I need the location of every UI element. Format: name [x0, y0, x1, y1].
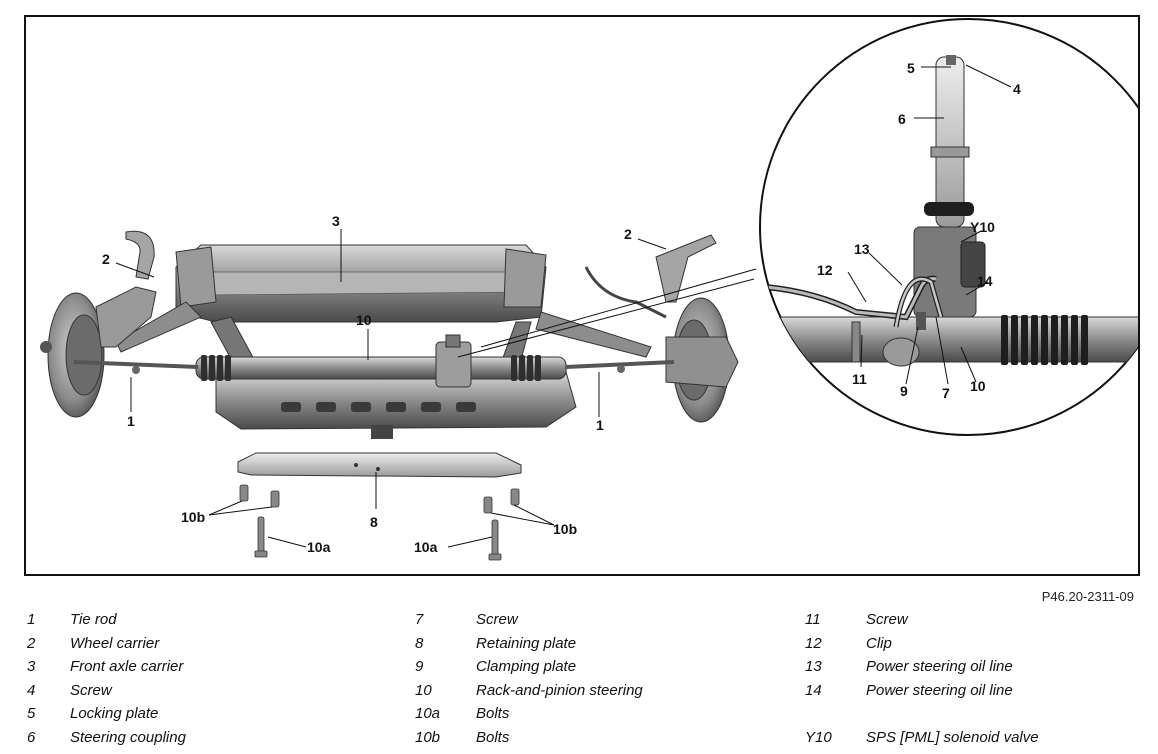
callout-10-main: 10: [356, 312, 372, 328]
callout-8: 8: [370, 514, 378, 530]
legend-label: Power steering oil line: [866, 658, 1013, 675]
callout-3: 3: [332, 213, 340, 229]
legend-number: 1: [27, 611, 36, 628]
retaining-plate: [237, 452, 522, 478]
callout-10a-left: 10a: [307, 539, 331, 555]
legend-number: Y10: [805, 728, 832, 746]
axle-illustration: 3 2 2 1 1 10 8 10b 10b 10a 10a 5 4 6 Y10…: [40, 18, 1138, 561]
legend-label: Steering coupling: [70, 728, 186, 746]
wheel-carrier-right: [584, 234, 739, 423]
legend-label: Screw: [866, 611, 908, 628]
callout-2-left: 2: [102, 251, 110, 267]
legend-number: 7: [415, 611, 424, 628]
callout-11: 11: [852, 371, 867, 387]
callout-10b-right: 10b: [553, 521, 577, 537]
callout-13: 13: [854, 241, 870, 257]
callout-5: 5: [907, 60, 915, 76]
bolts-10b: [239, 484, 520, 514]
callout-1-left: 1: [127, 413, 135, 429]
rack-and-pinion-steering: [195, 334, 567, 388]
legend-number: 10a: [415, 705, 441, 722]
legend-number: 10: [415, 681, 432, 699]
legend-label: Screw: [70, 681, 112, 699]
tie-rod-left: [73, 360, 199, 374]
legend-number: 14: [805, 681, 822, 699]
legend-number: 9: [415, 658, 424, 675]
exploded-view-figure: 3 2 2 1 1 10 8 10b 10b 10a 10a 5 4 6 Y10…: [24, 15, 1140, 576]
legend-label: Screw: [476, 611, 518, 628]
callout-10a-right: 10a: [414, 539, 438, 555]
callout-6: 6: [898, 111, 906, 127]
callout-2-right: 2: [624, 226, 632, 242]
callout-4: 4: [1013, 81, 1021, 97]
bolts-10a: [254, 516, 502, 561]
legend-number: 5: [27, 705, 36, 722]
legend-label: Power steering oil line: [866, 681, 1013, 699]
legend-number: 12: [805, 634, 822, 652]
tie-rod-right: [565, 360, 675, 373]
front-axle-carrier: [115, 244, 652, 439]
legend-number: 13: [805, 658, 822, 675]
callout-1-right: 1: [596, 417, 604, 433]
figure-code: P46.20-2311-09: [1041, 589, 1134, 604]
legend-label: SPS [PML] solenoid valve: [866, 728, 1039, 746]
detail-view: [759, 18, 1138, 436]
wheel-carrier-left: [40, 230, 157, 418]
callout-14: 14: [977, 273, 993, 289]
callout-10b-left: 10b: [181, 509, 205, 525]
callout-12: 12: [817, 262, 833, 278]
legend-label: Front axle carrier: [70, 658, 184, 675]
callout-9: 9: [900, 383, 908, 399]
legend-label: Tie rod: [70, 611, 117, 628]
callout-10-detail: 10: [970, 378, 986, 394]
legend-number: 8: [415, 634, 424, 652]
legend-number: 6: [27, 728, 36, 746]
callout-7: 7: [942, 385, 950, 401]
legend-number: 4: [27, 681, 36, 699]
legend-number: 10b: [415, 728, 441, 746]
legend-label: Wheel carrier: [70, 634, 160, 652]
legend-number: 11: [805, 611, 821, 628]
leader-lines: [115, 229, 757, 548]
legend-label: Bolts: [476, 705, 510, 722]
legend-label: Rack-and-pinion steering: [476, 681, 643, 699]
legend-label: Retaining plate: [476, 634, 577, 652]
callouts: 3 2 2 1 1 10 8 10b 10b 10a 10a 5 4 6 Y10…: [102, 60, 1021, 555]
legend-number: 3: [27, 658, 36, 675]
legend-label: Clamping plate: [476, 658, 577, 675]
legend-label: Bolts: [476, 728, 510, 746]
callout-Y10: Y10: [970, 219, 995, 235]
legend-number: 2: [27, 634, 36, 652]
legend-label: Clip: [866, 634, 892, 652]
legend-label: Locking plate: [70, 705, 159, 722]
